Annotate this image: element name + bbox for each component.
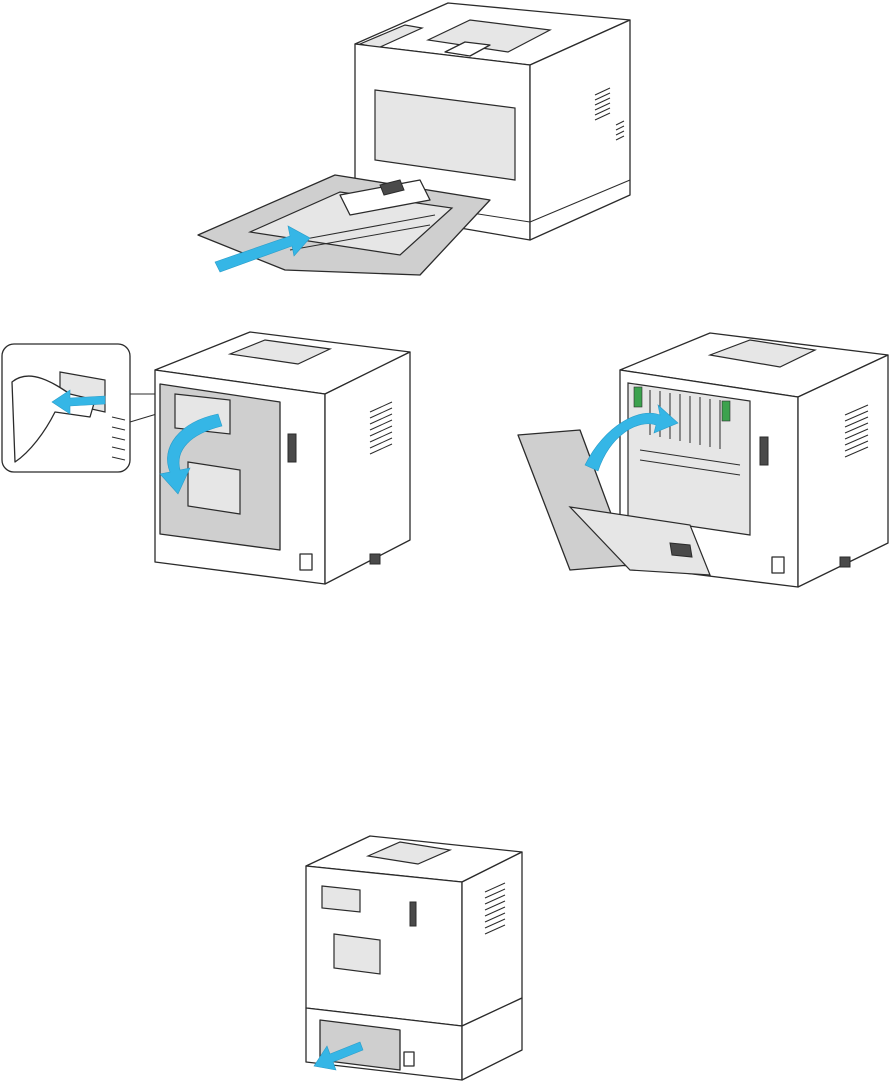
- step-insert-bypass-tray: [190, 0, 640, 285]
- printer-front-illustration: [190, 0, 640, 285]
- step-close-rear-door: [510, 325, 892, 595]
- step-open-rear-door: [0, 322, 440, 592]
- printer-rear-close-illustration: [510, 325, 892, 595]
- printer-rear-lower-tray-illustration: [300, 830, 530, 1082]
- printer-rear-open-illustration: [0, 322, 440, 592]
- step-pull-lower-tray: [300, 830, 530, 1082]
- fuser-lever-left[interactable]: [634, 387, 642, 407]
- fuser-lever-right[interactable]: [722, 401, 730, 421]
- door-latch-callout: [2, 344, 170, 472]
- fuser-area: [628, 383, 750, 535]
